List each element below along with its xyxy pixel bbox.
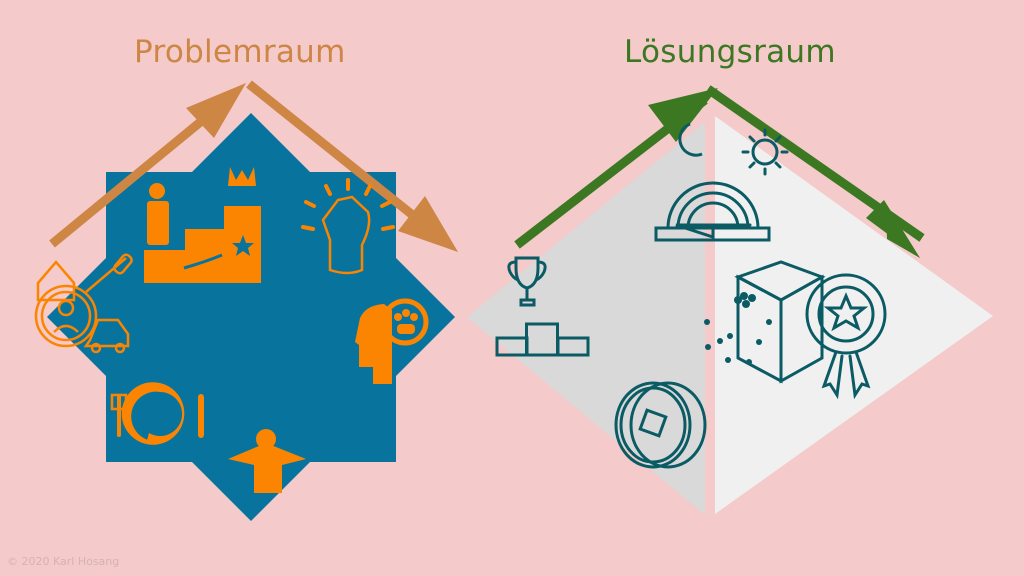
trophy-podium-icon [495,256,590,357]
moon-icon [678,122,703,157]
coins-icon [614,381,707,469]
solution-space-diamond [467,116,993,515]
sun-icon [741,128,789,176]
empty-plate-icon [110,382,204,445]
thinking-team-icon [355,298,429,384]
rosette-award-icon [805,273,887,400]
solution-space-title: Lösungsraum [624,34,836,70]
problem-space-title: Problemraum [134,34,346,70]
person-tied-icon [228,429,306,493]
problem-space-arrow [49,80,458,252]
dice-icon [734,260,826,384]
stairs-success-icon [144,167,261,283]
rainbow-book-icon [654,181,771,242]
raised-fist-icon [301,178,395,275]
house-key-car-search-icon [34,253,133,354]
solution-space-arrow [514,85,925,258]
dice-dots [704,292,772,365]
copyright-notice: © 2020 Karl Hosang [7,555,120,568]
